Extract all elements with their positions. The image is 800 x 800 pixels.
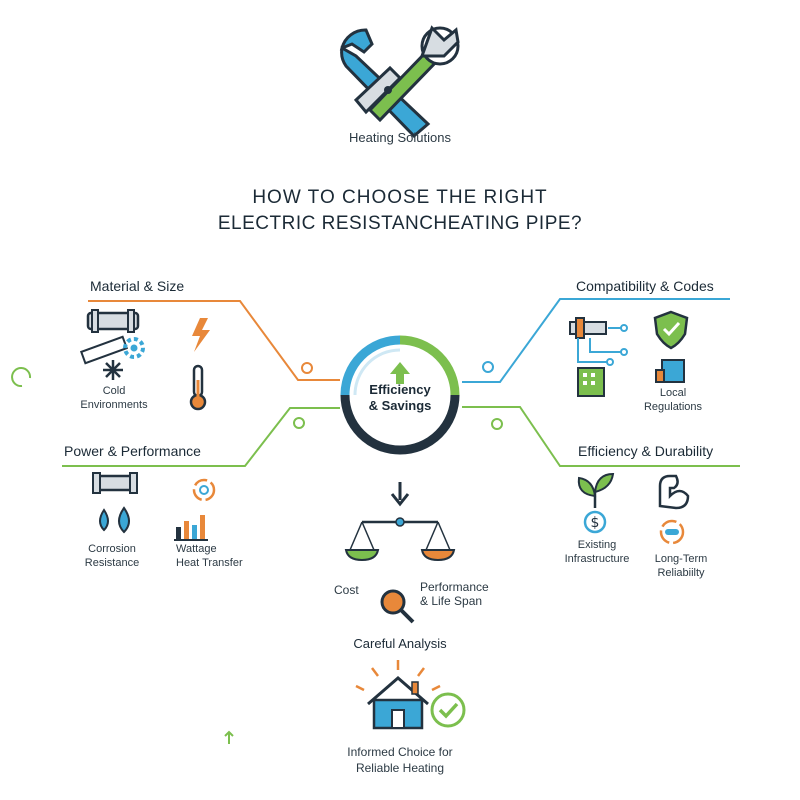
hub-ring: [340, 335, 460, 455]
label-performance-life-span: Performance & Life Span: [420, 580, 489, 608]
label-cold-environments: Cold Environments: [80, 385, 148, 411]
hub-label: Efficiency & Savings: [335, 382, 465, 414]
magnifier-icon: [380, 589, 415, 624]
check-circle-icon: [430, 692, 466, 728]
node-dot-material: [301, 362, 313, 374]
cycle-icon: [192, 478, 216, 502]
arrow-up-icon: [390, 362, 410, 384]
label-local-regulations: Local Regulations: [643, 387, 703, 413]
house-icon: [355, 660, 441, 730]
connector-power: [62, 407, 340, 467]
ruler-gear-icon: [79, 335, 145, 365]
hub-label-line1: Efficiency: [369, 382, 431, 397]
down-arrow-icon: [390, 482, 410, 507]
snowflake-icon: [103, 360, 123, 380]
sync-icon: [659, 519, 685, 545]
node-dot-durability: [491, 418, 503, 430]
building-icon: [577, 359, 685, 397]
section-title-durability: Efficiency & Durability: [578, 443, 714, 459]
pipe-icon: [92, 472, 138, 494]
label-careful-analysis: Careful Analysis: [353, 636, 447, 651]
wrench-cross-icon: [339, 25, 460, 139]
dollar-icon: $: [583, 510, 607, 534]
connector-material: [88, 300, 340, 381]
pipe-icon: [86, 309, 140, 333]
section-title-compat: Compatibility & Codes: [576, 278, 714, 294]
label-existing-infrastructure: Existing Infrastructure: [564, 539, 630, 565]
lightning-icon: [192, 318, 210, 352]
water-drops-icon: [99, 506, 130, 534]
label-informed-choice: Informed Choice for Reliable Heating: [347, 745, 453, 775]
node-dot-power: [293, 417, 305, 429]
connector-durability: [462, 406, 740, 467]
page-title-line1: HOW TO CHOOSE THE RIGHT: [252, 187, 548, 208]
brand-name: Heating Solutions: [349, 130, 451, 145]
bar-chart-icon: [174, 515, 208, 541]
label-wattage-heat-transfer: Wattage Heat Transfer: [176, 543, 243, 569]
circuit-pipe-icon: [569, 317, 628, 366]
flexed-arm-icon: [658, 474, 690, 510]
section-title-power: Power & Performance: [64, 443, 201, 459]
section-title-material: Material & Size: [90, 278, 185, 294]
hub-label-line2: & Savings: [368, 398, 432, 413]
label-long-term-reliability: Long-Term Reliabiilty: [654, 553, 708, 579]
label-corrosion-resistance: Corrosion Resistance: [84, 543, 140, 569]
label-cost: Cost: [334, 583, 359, 597]
thermometer-icon: [11, 364, 234, 744]
connector-compat: [462, 298, 730, 383]
svg-text:$: $: [591, 515, 600, 531]
shield-check-icon: [653, 310, 689, 350]
page-title-line2: ELECTRIC RESISTANCHEATING PIPE?: [217, 213, 583, 234]
node-dot-compat: [482, 361, 494, 373]
scale-icon: [344, 517, 456, 562]
plant-icon: [577, 472, 615, 508]
